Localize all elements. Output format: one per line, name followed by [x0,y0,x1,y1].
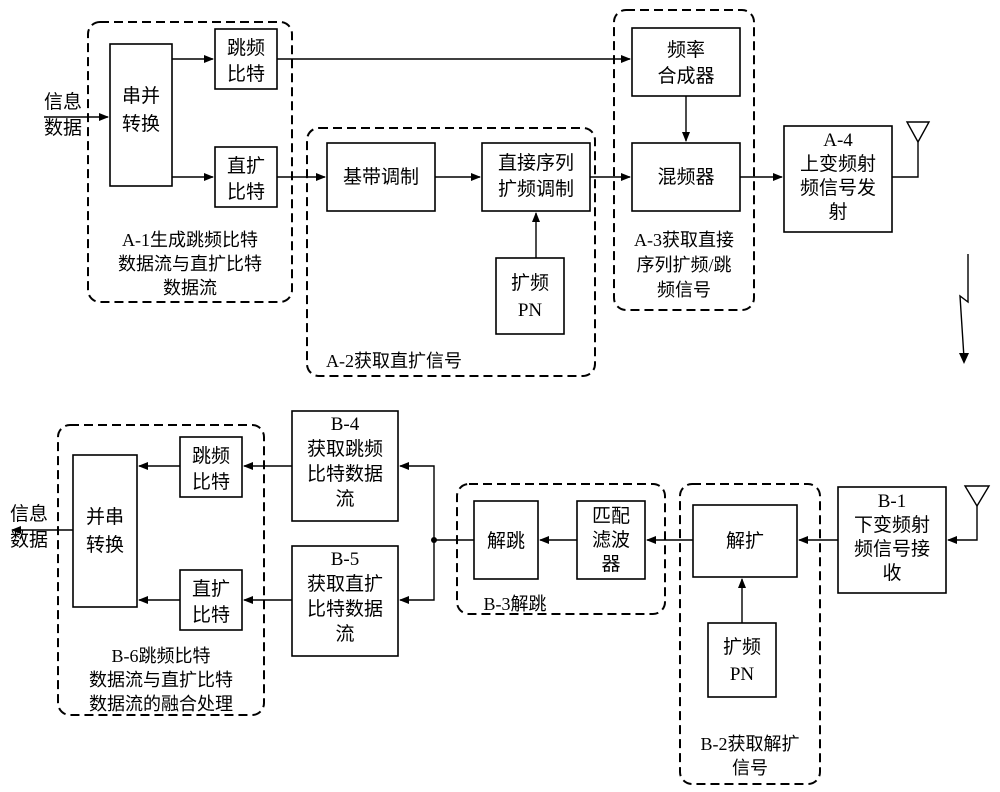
rx-output-label: 信息数据 [10,503,48,551]
wireless-link-icon [959,254,969,359]
upconvert-box [783,125,893,233]
rx-ds-bits-text: 直扩比特 [192,578,230,626]
group-a1 [87,21,293,303]
rx-ds-bits-box [179,569,243,631]
group-a2 [306,127,596,377]
ds-spread-mod-box [481,142,591,212]
rx-antenna-icon [963,485,991,508]
ds-spread-mod-text: 直接序列扩频调制 [498,152,574,200]
parallel-serial-box [72,454,138,608]
dehop-text: 解跳 [487,530,525,552]
group-a3 [613,9,755,311]
group-b2 [679,483,821,785]
group-a1-label: A-1生成跳频比特数据流与直扩比特数据流 [118,230,262,298]
tx-fh-bits-box [214,28,278,90]
rx-fh-bits-text: 跳频比特 [192,445,230,493]
tx-input-label: 信息数据 [44,91,82,139]
mixer-text: 混频器 [657,166,714,188]
serial-parallel-box [109,43,173,187]
tx-fh-bits-text: 跳频比特 [227,37,265,85]
group-b2-label: B-2获取解扩信号 [701,734,800,778]
get-fh-stream-box [291,410,399,522]
wireless-arrow-icon [959,353,969,364]
wire-junction-fh [399,462,435,540]
wire-upconvert-antenna [892,142,919,178]
serial-parallel-text: 串并转换 [122,85,160,135]
dehop-box [473,500,539,580]
tx-antenna-icon [905,121,931,144]
rx-fh-bits-box [179,436,243,498]
baseband-mod-text: 基带调制 [343,166,419,188]
group-b3 [456,483,666,615]
rx-downconvert-box [837,486,947,594]
tx-ds-bits-text: 直扩比特 [227,155,265,203]
get-ds-stream-box [291,545,399,657]
group-b3-label: B-3解跳 [484,594,547,614]
wire-antenna-downconvert [947,506,978,544]
rx-spread-pn-box [707,622,777,698]
group-a2-label: A-2获取直扩信号 [326,351,462,371]
wire-junction-ds [399,540,435,604]
tx-spread-pn-box [495,257,565,335]
freq-synth-text: 频率合成器 [657,39,714,87]
baseband-mod-box [326,142,436,212]
tx-ds-bits-box [214,146,278,208]
group-b6-label: B-6跳频比特数据流与直扩比特数据流的融合处理 [89,646,233,714]
matched-filter-text: 匹配滤波器 [592,506,630,575]
group-a3-label: A-3获取直接序列扩频/跳频信号 [634,230,734,300]
group-b6 [57,424,265,716]
parallel-serial-text: 并串转换 [86,506,124,556]
despread-text: 解扩 [726,530,764,552]
despread-box [692,504,798,578]
